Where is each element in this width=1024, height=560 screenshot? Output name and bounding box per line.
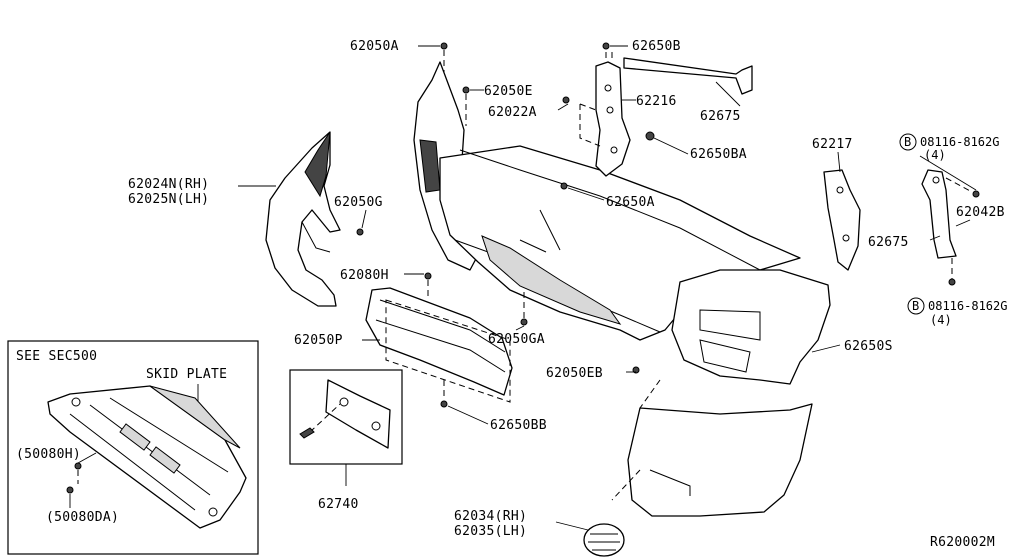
callout-bolt-top-qty: (4) <box>924 148 946 162</box>
skid-plate-inset: SEE SEC500 SKID PLATE (50080H) (50080DA) <box>7 340 259 555</box>
callout-62034: 62034(RH) <box>454 509 527 524</box>
leader-lines <box>238 45 977 531</box>
clip-icon-62050E <box>462 86 470 94</box>
callout-62035: 62035(LH) <box>454 524 527 539</box>
bolt-mark-bottom-letter: B <box>912 299 919 313</box>
callout-62050A: 62050A <box>350 39 399 54</box>
inset-clip-label: (50080H) <box>16 447 81 462</box>
callout-62216: 62216 <box>636 94 677 109</box>
callout-62050GA: 62050GA <box>488 332 545 347</box>
clip-icon-62050GA <box>520 318 528 326</box>
screw-icon-license <box>299 427 315 439</box>
callout-62740: 62740 <box>318 497 359 512</box>
lower-grille-part <box>365 287 513 403</box>
callout-62042B: 62042B <box>956 205 1005 220</box>
clip-icon-62050A <box>440 42 448 50</box>
callout-62050P: 62050P <box>294 333 343 348</box>
callout-62675-right: 62675 <box>868 235 909 250</box>
bolt-icon-62650A <box>560 182 568 190</box>
clip-icon-62050EB <box>632 366 640 374</box>
callout-62650BB: 62650BB <box>490 418 547 433</box>
callout-62080H: 62080H <box>340 268 389 283</box>
callout-bolt-bottom-qty: (4) <box>930 313 952 327</box>
fasteners <box>356 42 655 408</box>
clip-icon-62050G <box>356 228 364 236</box>
bolt-icon-top <box>972 190 980 198</box>
bolt-mark-top-letter: B <box>904 135 911 149</box>
callout-62050G: 62050G <box>334 195 383 210</box>
callout-62024N: 62024N(RH) <box>128 177 209 192</box>
fog-lamp-finisher-part <box>583 523 625 557</box>
callout-62675-top: 62675 <box>700 109 741 124</box>
callout-bolt-bottom: 08116-8162G <box>928 299 1007 313</box>
inset-header: SEE SEC500 <box>16 349 97 364</box>
diagram-reference: R620002M <box>930 535 995 550</box>
nut-icon-62650BB <box>440 400 448 408</box>
nut-icon-62650B <box>602 42 610 50</box>
callout-62650B: 62650B <box>632 39 681 54</box>
callout-62650S: 62650S <box>844 339 893 354</box>
skid-plate-part <box>47 385 247 529</box>
inset-screw-label: (50080DA) <box>46 510 119 525</box>
callout-62217: 62217 <box>812 137 853 152</box>
license-plate-bracket-inset <box>289 369 403 486</box>
callout-labels: 62050A 62650B 62050E 62022A 62216 62675 … <box>128 39 1007 550</box>
bolt-mark-bottom <box>907 297 925 315</box>
callout-62650A: 62650A <box>606 195 655 210</box>
clip-icon-62080H <box>424 272 432 280</box>
callout-62025N: 62025N(LH) <box>128 192 209 207</box>
callout-62050EB: 62050EB <box>546 366 603 381</box>
side-bracket-62675-part <box>921 169 980 286</box>
inset-title: SKID PLATE <box>146 367 227 382</box>
center-bracket-part <box>579 52 753 177</box>
nut-icon-62022A <box>562 96 570 104</box>
callout-62022A: 62022A <box>488 105 537 120</box>
side-bracket-62217-part <box>823 169 861 271</box>
clip-icon <box>74 462 82 470</box>
callout-62050E: 62050E <box>484 84 533 99</box>
screw-icon <box>66 486 74 494</box>
bolt-mark-top <box>899 133 917 151</box>
bolt-icon-bottom <box>948 278 956 286</box>
callout-62650BA: 62650BA <box>690 147 747 162</box>
bumper-end-cap-part <box>611 379 813 517</box>
fascia-end-part <box>265 131 341 307</box>
front-bumper-part <box>413 61 831 385</box>
callout-bolt-top: 08116-8162G <box>920 135 999 149</box>
nut-icon-62650BA <box>645 131 655 141</box>
